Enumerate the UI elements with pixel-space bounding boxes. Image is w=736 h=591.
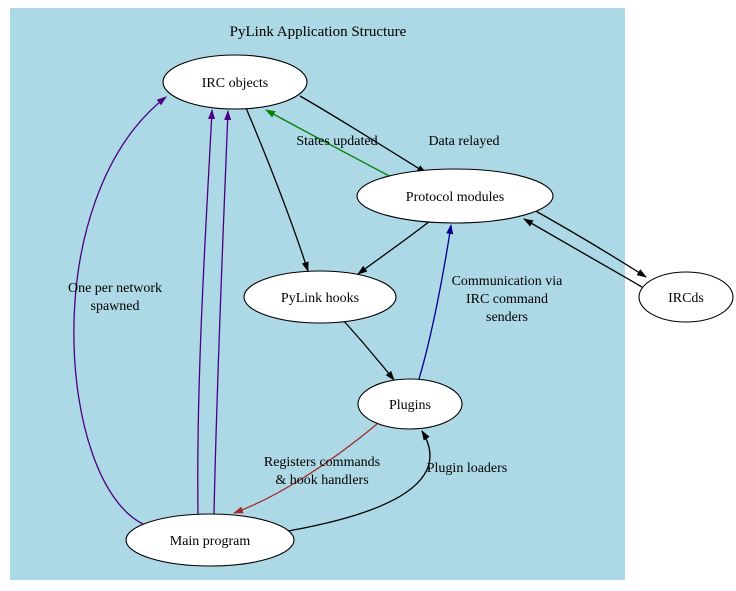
node-main-program-shape <box>125 513 295 567</box>
edge-label-data-relayed: Data relayed <box>428 134 499 149</box>
node-ircds-label: IRCds <box>668 291 704 306</box>
edge-label-registers-line2: & hook handlers <box>275 473 368 488</box>
node-ircds: IRCds <box>638 271 734 323</box>
edge-label-plugin-loaders: Plugin loaders <box>427 461 508 476</box>
node-plugins: Plugins <box>357 378 463 430</box>
edge-protocol-to-ircds <box>524 204 647 278</box>
edge-hooks-to-plugins <box>342 319 395 381</box>
edge-label-one-per-network-line1: One per network <box>68 281 162 296</box>
edge-irc-to-hooks <box>245 107 309 272</box>
node-protocol-modules-shape <box>356 168 554 224</box>
node-irc-objects-shape <box>162 54 308 110</box>
edge-registers <box>233 423 378 514</box>
edge-one-per-network-inner-2 <box>213 110 232 515</box>
node-plugins-shape <box>357 378 463 430</box>
node-irc-objects-label: IRC objects <box>202 76 269 91</box>
node-main-program: Main program <box>125 513 295 567</box>
node-plugins-label: Plugins <box>389 398 431 413</box>
edge-protocol-to-hooks <box>357 220 431 275</box>
edge-states-updated <box>265 109 392 178</box>
edge-ircds-to-protocol <box>523 218 643 288</box>
edge-plugin-loaders <box>287 430 431 532</box>
edge-communication <box>418 224 454 380</box>
node-ircds-shape <box>638 271 734 323</box>
edge-label-one-per-network-line2: spawned <box>91 299 140 314</box>
edge-one-per-network-outer <box>73 96 167 525</box>
node-irc-objects: IRC objects <box>162 54 308 110</box>
node-pylink-hooks-label: PyLink hooks <box>281 291 359 306</box>
edge-label-communication-line1: Communication via <box>452 274 564 289</box>
node-protocol-modules-label: Protocol modules <box>406 190 504 205</box>
node-protocol-modules: Protocol modules <box>356 168 554 224</box>
edge-data-relayed <box>299 95 427 174</box>
node-pylink-hooks-shape <box>243 270 397 324</box>
edge-label-communication-line3: senders <box>486 310 528 325</box>
edge-label-states-updated: States updated <box>296 134 377 149</box>
edge-label-communication-line2: IRC command <box>466 292 548 307</box>
diagram-title: PyLink Application Structure <box>230 24 407 40</box>
edge-label-registers-line1: Registers commands <box>264 455 380 470</box>
node-pylink-hooks: PyLink hooks <box>243 270 397 324</box>
edge-one-per-network-inner-1 <box>197 109 216 515</box>
node-main-program-label: Main program <box>170 534 251 549</box>
